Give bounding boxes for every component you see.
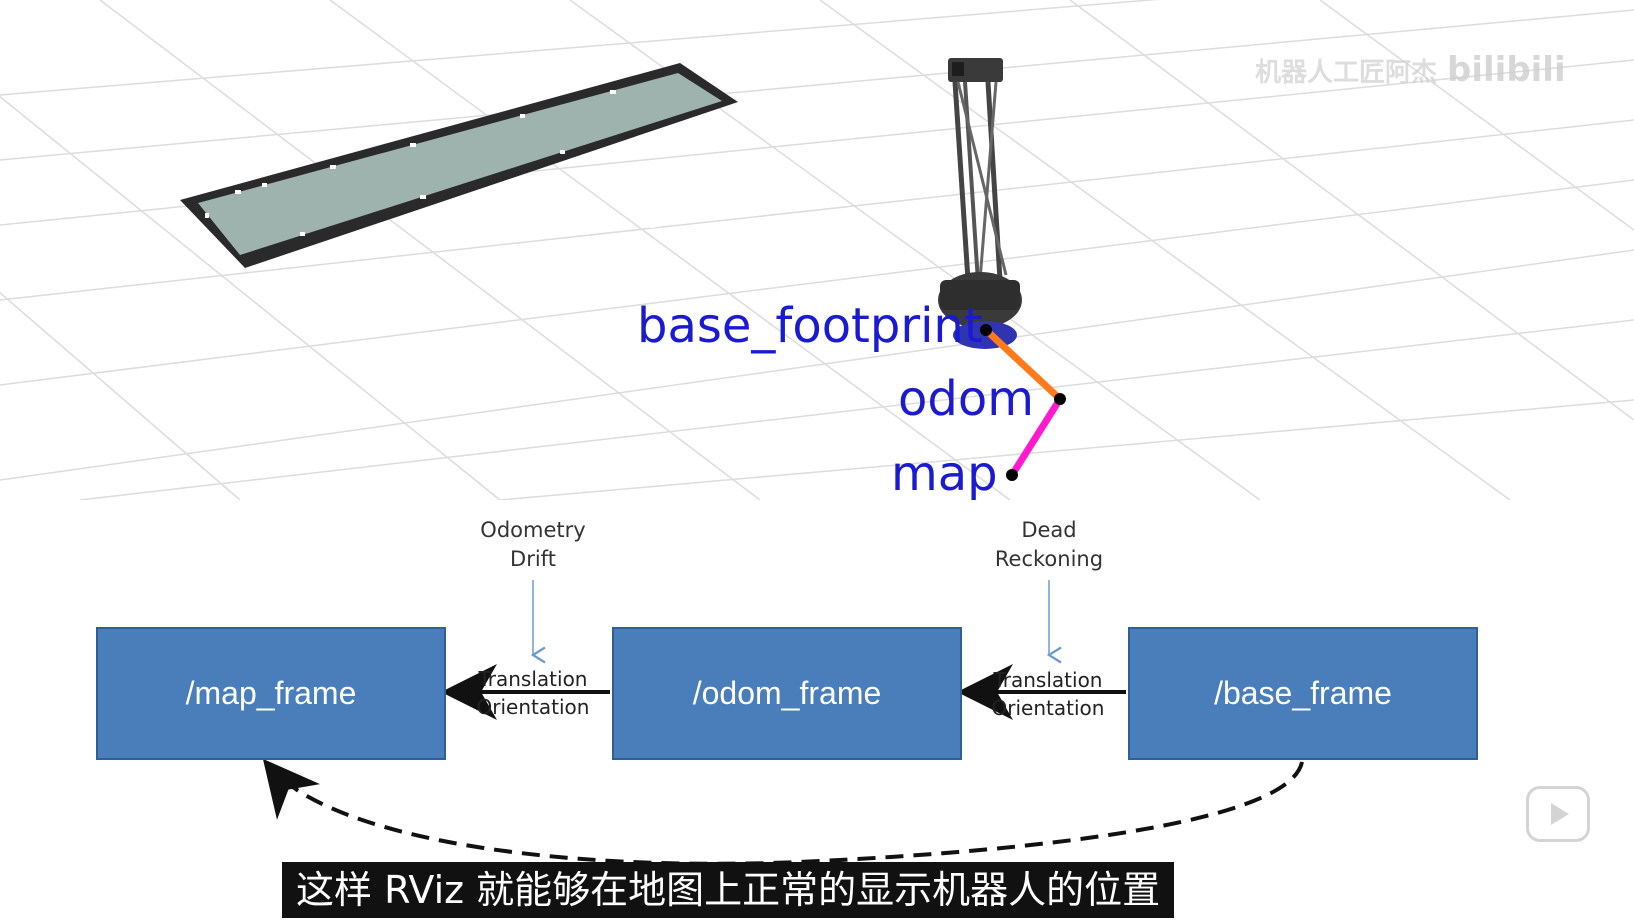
play-triangle-icon (1551, 803, 1569, 825)
map-frame-box: /map_frame (96, 627, 446, 760)
base-frame-box: /base_frame (1128, 627, 1478, 760)
odom-frame-box: /odom_frame (612, 627, 962, 760)
edge-label-line: Orientation (991, 696, 1105, 720)
occupancy-map (180, 63, 738, 268)
note-line: Reckoning (994, 547, 1104, 571)
diagram-arrows (262, 580, 1304, 866)
watermark: 机器人工匠阿杰 bilibili (1255, 50, 1566, 90)
tf-links (980, 324, 1066, 481)
note-line: Odometry (480, 518, 586, 542)
edge-label-line: Orientation (476, 695, 590, 719)
edge-label-odom-base: Translation Orientation (983, 666, 1113, 722)
bilibili-logo: bilibili (1447, 50, 1566, 90)
edge-label-map-odom: Translation Orientation (468, 665, 598, 721)
note-line: Dead (1021, 518, 1077, 542)
robot-model (938, 58, 1022, 349)
frame-label-base-footprint: base_footprint (637, 298, 983, 354)
video-subtitle: 这样 RViz 就能够在地图上正常的显示机器人的位置 (282, 862, 1175, 918)
tv-play-icon[interactable] (1526, 786, 1590, 842)
edge-label-line: Translation (993, 668, 1103, 692)
dead-reckoning-note: Dead Reckoning (959, 516, 1139, 574)
note-line: Drift (510, 547, 556, 571)
watermark-text: 机器人工匠阿杰 (1255, 58, 1438, 88)
frame-label-map: map (891, 446, 998, 502)
edge-label-line: Translation (478, 667, 588, 691)
frame-label-odom: odom (898, 371, 1034, 427)
rviz-grid (0, 0, 1634, 501)
odometry-drift-note: Odometry Drift (443, 516, 623, 574)
